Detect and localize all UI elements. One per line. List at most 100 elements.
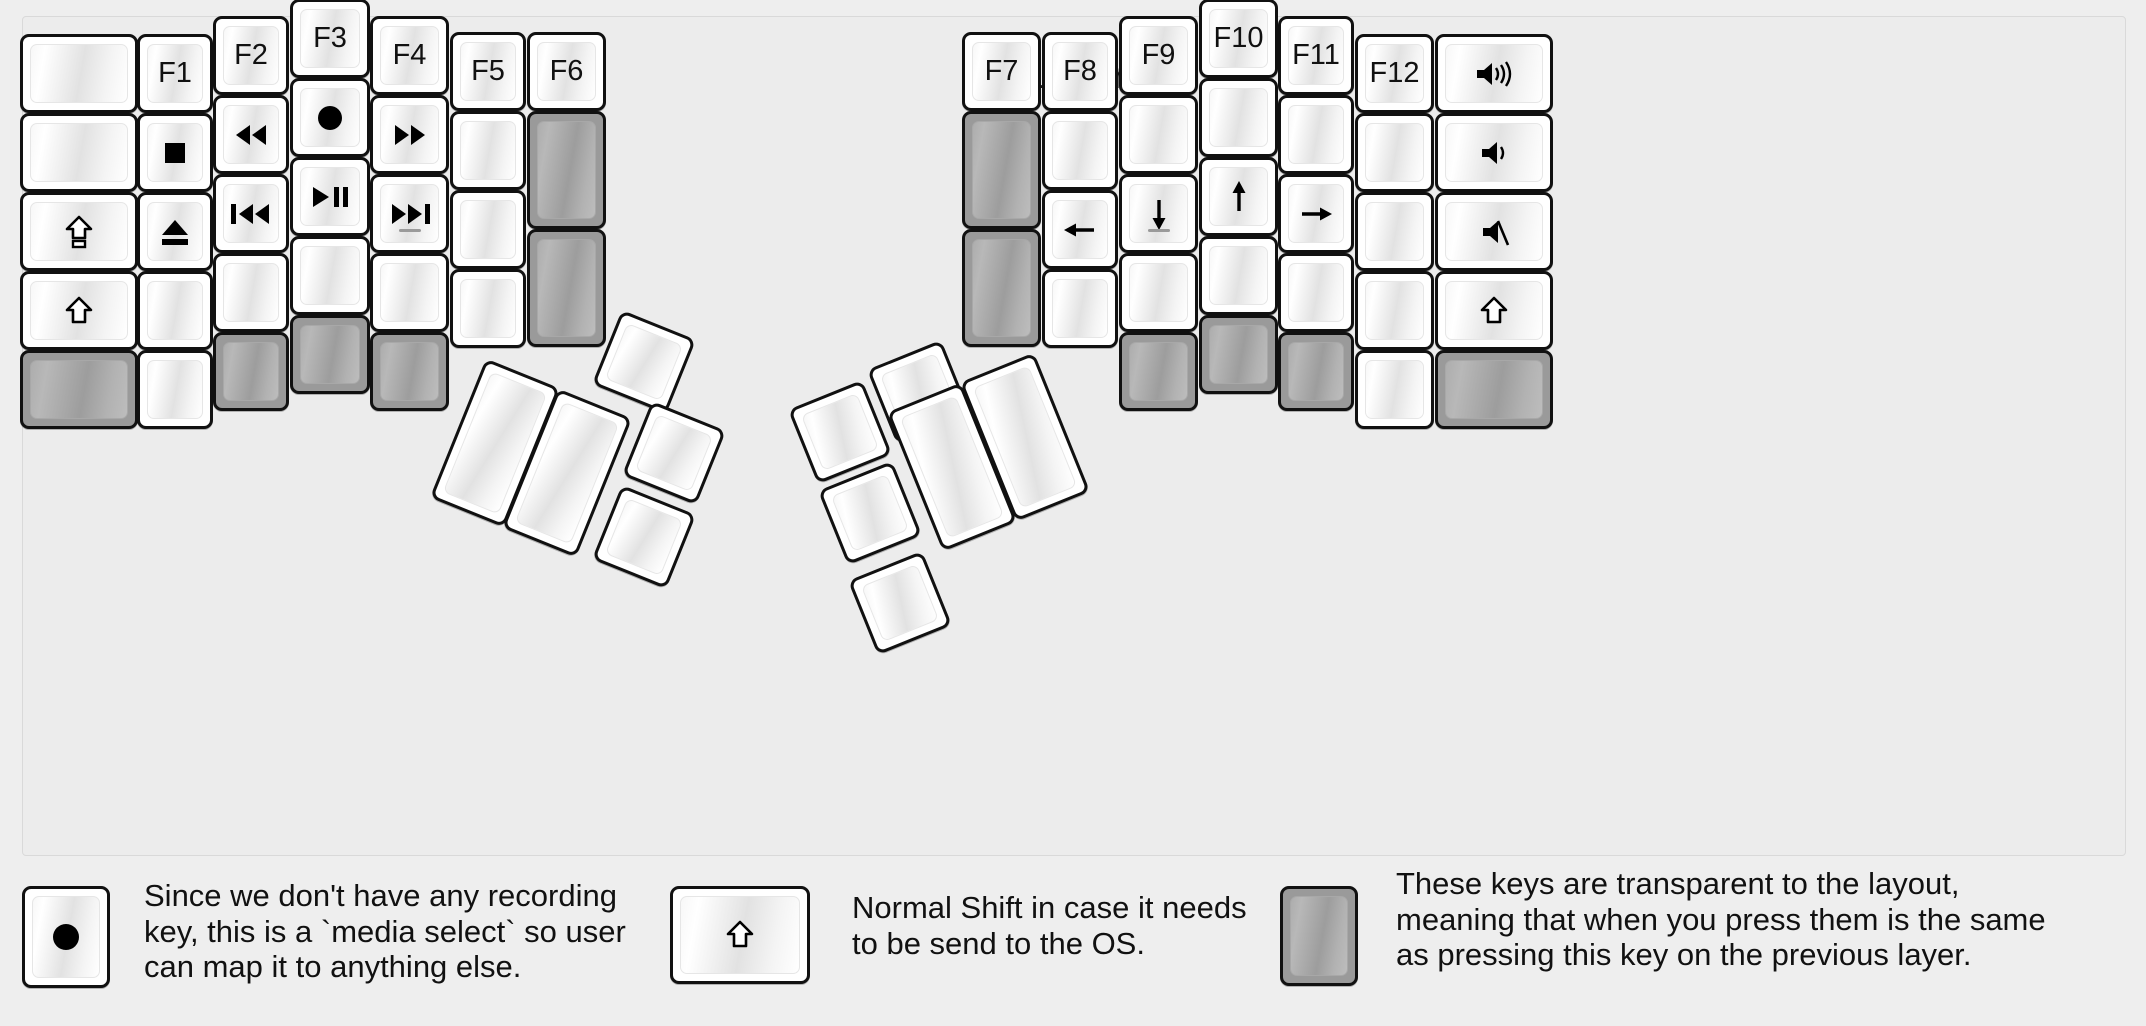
key-glyph — [313, 101, 347, 135]
volume-mute-icon — [1483, 220, 1510, 245]
key-left-index-inner-1[interactable] — [450, 111, 526, 190]
key-left-ring-4[interactable] — [213, 332, 289, 411]
key-left-middle-3[interactable] — [290, 236, 370, 315]
keycap — [1052, 200, 1108, 259]
key-right-index-inner-2[interactable] — [1042, 190, 1118, 269]
keycap — [300, 246, 360, 305]
key-right-pinky-1[interactable] — [1355, 113, 1434, 192]
key-right-inner-2[interactable] — [962, 229, 1041, 347]
key-left-index-1[interactable] — [370, 95, 449, 174]
keycap — [147, 123, 203, 182]
key-right-middle-1[interactable] — [1199, 78, 1278, 157]
key-right-ring-1[interactable] — [1278, 95, 1354, 174]
key-left-ring-2[interactable] — [213, 174, 289, 253]
key-right-index-4[interactable] — [1119, 332, 1198, 411]
key-right-pinky-outer-2[interactable] — [1435, 192, 1553, 271]
key-right-middle-2[interactable] — [1199, 157, 1278, 236]
key-left-inner-1[interactable] — [527, 111, 606, 229]
keycap — [460, 121, 516, 180]
key-right-ring-3[interactable] — [1278, 253, 1354, 332]
key-left-middle-1[interactable] — [290, 78, 370, 157]
key-right-middle-4[interactable] — [1199, 315, 1278, 394]
key-left-index-2[interactable] — [370, 174, 449, 253]
record-icon — [318, 105, 342, 130]
keycap: F12 — [1365, 44, 1424, 103]
keycap — [1288, 263, 1344, 322]
key-right-ring-4[interactable] — [1278, 332, 1354, 411]
key-right-index-inner-0[interactable]: F8 — [1042, 32, 1118, 111]
keycap: F10 — [1209, 9, 1268, 68]
volume-down-icon — [1482, 141, 1505, 164]
key-label: F7 — [984, 55, 1019, 87]
key-right-middle-0[interactable]: F10 — [1199, 0, 1278, 78]
key-left-ring-1[interactable] — [213, 95, 289, 174]
keycap — [1445, 44, 1543, 103]
key-left-index-inner-2[interactable] — [450, 190, 526, 269]
key-left-index-3[interactable] — [370, 253, 449, 332]
key-glyph — [389, 121, 431, 149]
key-left-pinky-4[interactable] — [137, 350, 213, 429]
key-left-middle-0[interactable]: F3 — [290, 0, 370, 78]
stop-icon — [165, 142, 185, 163]
keycap — [30, 44, 128, 103]
key-left-pinky-outer-2[interactable] — [20, 192, 138, 271]
keycap — [860, 563, 940, 643]
key-left-middle-4[interactable] — [290, 315, 370, 394]
keycap — [604, 322, 684, 402]
key-right-pinky-outer-1[interactable] — [1435, 113, 1553, 192]
key-right-index-inner-3[interactable] — [1042, 269, 1118, 348]
key-left-pinky-0[interactable]: F1 — [137, 34, 213, 113]
keycap — [537, 121, 596, 219]
key-right-pinky-outer-3[interactable] — [1435, 271, 1553, 350]
key-left-pinky-1[interactable] — [137, 113, 213, 192]
key-right-ring-0[interactable]: F11 — [1278, 16, 1354, 95]
keycap: F8 — [1052, 42, 1108, 101]
key-left-inner-0[interactable]: F6 — [527, 32, 606, 111]
key-left-index-inner-3[interactable] — [450, 269, 526, 348]
key-right-pinky-0[interactable]: F12 — [1355, 34, 1434, 113]
legend-text-shift: Normal Shift in case it needs to be send… — [852, 890, 1247, 961]
key-left-ring-0[interactable]: F2 — [213, 16, 289, 95]
keycap — [1129, 263, 1188, 322]
legend: Since we don't have any recording key, t… — [22, 866, 2124, 1008]
keycap — [830, 473, 910, 553]
key-right-ring-2[interactable] — [1278, 174, 1354, 253]
key-left-pinky-2[interactable] — [137, 192, 213, 271]
key-right-inner-1[interactable] — [962, 111, 1041, 229]
key-right-pinky-2[interactable] — [1355, 192, 1434, 271]
key-right-index-2[interactable] — [1119, 174, 1198, 253]
key-left-index-0[interactable]: F4 — [370, 16, 449, 95]
key-left-pinky-3[interactable] — [137, 271, 213, 350]
key-left-pinky-outer-3[interactable] — [20, 271, 138, 350]
key-left-inner-2[interactable] — [527, 229, 606, 347]
key-left-index-inner-0[interactable]: F5 — [450, 32, 526, 111]
keycap — [380, 184, 439, 243]
key-left-index-4[interactable] — [370, 332, 449, 411]
keycap — [972, 121, 1031, 219]
key-left-ring-3[interactable] — [213, 253, 289, 332]
key-right-pinky-outer-0[interactable] — [1435, 34, 1553, 113]
key-right-index-0[interactable]: F9 — [1119, 16, 1198, 95]
key-right-pinky-3[interactable] — [1355, 271, 1434, 350]
key-right-pinky-4[interactable] — [1355, 350, 1434, 429]
key-right-index-inner-1[interactable] — [1042, 111, 1118, 190]
key-label: F3 — [313, 22, 347, 54]
key-glyph — [1471, 59, 1517, 89]
key-left-pinky-outer-1[interactable] — [20, 113, 138, 192]
key-label: F5 — [471, 55, 505, 87]
key-glyph — [158, 216, 192, 248]
key-right-middle-3[interactable] — [1199, 236, 1278, 315]
key-right-pinky-outer-4[interactable] — [1435, 350, 1553, 429]
key-left-pinky-outer-0[interactable] — [20, 34, 138, 113]
key-right-inner-0[interactable]: F7 — [962, 32, 1041, 111]
key-right-index-1[interactable] — [1119, 95, 1198, 174]
keycap: F9 — [1129, 26, 1188, 85]
arrow-up-icon — [1232, 180, 1245, 211]
keycap — [380, 342, 439, 401]
keycap — [1052, 121, 1108, 180]
key-left-pinky-outer-4[interactable] — [20, 350, 138, 429]
key-right-index-3[interactable] — [1119, 253, 1198, 332]
key-left-middle-2[interactable] — [290, 157, 370, 236]
key-glyph — [1060, 216, 1100, 244]
keycap: F4 — [380, 26, 439, 85]
